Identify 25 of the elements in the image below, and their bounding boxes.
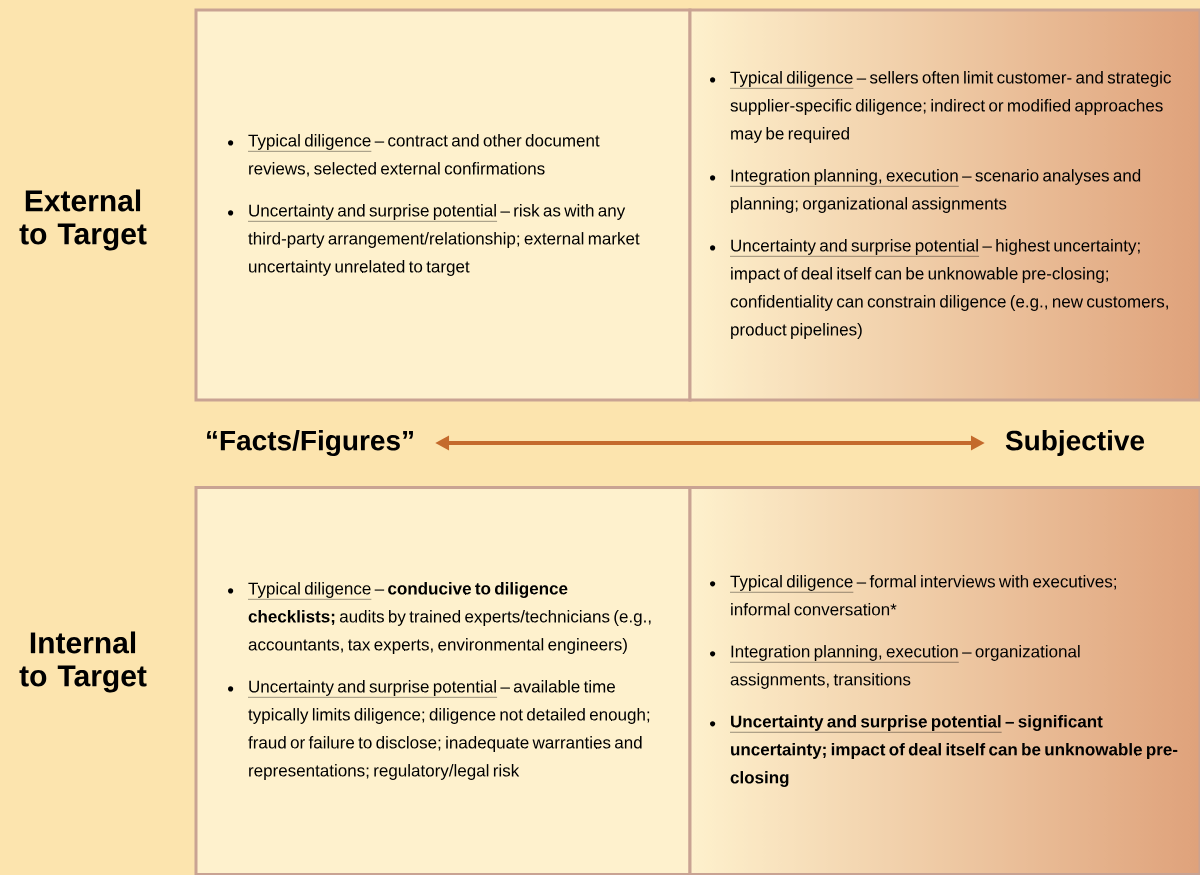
- node-label: – conducive to diligence: [374, 582, 568, 598]
- node-label: accountants, tax experts, environmental engineers): [248, 638, 627, 654]
- side-label: External to Target: [19, 189, 147, 251]
- bullet-item: Typical diligence – sellers often limit customer- and strategic supplier-specific diligence; indirect or modified approaches may be required: [710, 71, 1171, 143]
- node-label: Integration planning, execution: [731, 645, 958, 661]
- bullet-item: Integration planning, execution – scenario analyses and planning; organizational assignments: [710, 169, 1141, 213]
- node-label: checklists; audits by trained experts/technicians (e.g.,: [248, 610, 651, 626]
- bullet-item: Typical diligence – contract and other document reviews, selected external confirmations: [228, 134, 600, 177]
- text-panel: [688, 486, 1200, 875]
- bullet-item: Integration planning, execution – organizational assignments, transitions: [710, 645, 1080, 689]
- bullet-item: Uncertainty and surprise potential – available time typically limits diligence; diligence not detailed enough; fraud or failure to disclose; inadequate warranties and representations; regulatory/legal risk: [228, 680, 650, 780]
- bullet-item: Uncertainty and surprise potential – risk as with any third-party arrangement/relationship; external market uncertainty unrelated to target: [228, 204, 640, 276]
- bullet-item: Uncertainty and surprise potential – highest uncertainty; impact of deal itself can be unknowable pre-closing; confidentiality can constrain diligence (e.g., new customers, product pipelines): [710, 239, 1168, 339]
- side-label: Internal to Target: [19, 631, 147, 693]
- node-label: assignments, transitions: [730, 673, 911, 689]
- bullet-item: Uncertainty and surprise potential – significant uncertainty; impact of deal itself can be unknowable pre-closing: [710, 715, 1178, 787]
- bullet-item: Typical diligence – formal interviews with executives; informal conversation*: [710, 575, 1116, 616]
- bullet-item: Typical diligence – conducive to diligence checklists; audits by trained experts/technicians (e.g., accountants, tax experts, environmental engineers): [228, 582, 651, 654]
- axis-label: “Facts/Figures”: [207, 429, 413, 457]
- text-panel: [194, 486, 692, 875]
- node-label: Typical diligence: [248, 582, 371, 598]
- axis-label: Subjective: [1005, 429, 1145, 457]
- text-panel: [194, 8, 692, 402]
- node-label: – organizational: [962, 645, 1080, 661]
- text-panel: [688, 8, 1200, 402]
